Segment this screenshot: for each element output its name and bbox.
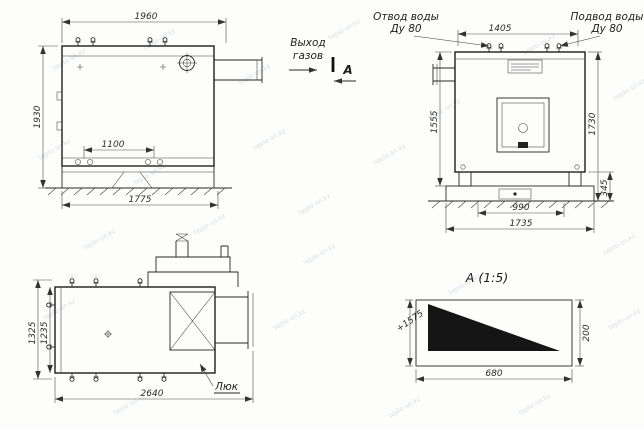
watermark-text: teplo-sn.kz bbox=[42, 297, 77, 322]
dim-base-inner: 990 bbox=[512, 203, 529, 213]
lifting-lug-icon bbox=[137, 278, 143, 288]
water-stub-icon bbox=[498, 43, 504, 53]
dim-front-width: 1960 bbox=[135, 12, 158, 22]
dim-detail-width: 680 bbox=[485, 369, 502, 379]
leader-line bbox=[199, 363, 214, 387]
ground-line bbox=[428, 200, 614, 209]
gas-outlet-annotation: Выход газов А bbox=[289, 37, 356, 84]
gas-outlet-label-line1: Выход bbox=[290, 37, 325, 49]
dim-base-height: 345 bbox=[600, 179, 610, 196]
access-door bbox=[496, 97, 550, 153]
detail-view-a: А (1:5) +1575 200 680 bbox=[395, 270, 592, 383]
lifting-lug-icon bbox=[93, 278, 99, 288]
stack-structure bbox=[147, 233, 239, 287]
watermark-text: teplo-sn.kz bbox=[372, 142, 407, 167]
dim-front-base: 1775 bbox=[129, 195, 152, 205]
dim-front-inner: 1100 bbox=[102, 140, 125, 150]
lifting-lug-icon bbox=[93, 372, 99, 382]
leader-line bbox=[559, 35, 601, 47]
water-supply-dn: Ду 80 bbox=[590, 23, 622, 35]
watermark-text: teplo-sn.kz bbox=[237, 62, 272, 87]
lifting-lug-icon bbox=[69, 278, 75, 288]
plan-view-dimensions: 1325 1235 2640 bbox=[28, 279, 254, 403]
watermark-text: teplo-sn.kz bbox=[52, 47, 87, 72]
watermark-text: teplo-sn.kz bbox=[142, 27, 177, 52]
dim-side-top: 1405 bbox=[489, 24, 512, 34]
watermark-text: teplo-sn.kz bbox=[602, 232, 637, 257]
dim-side-right: 1730 bbox=[588, 112, 598, 135]
water-outlet-label: Отвод воды bbox=[373, 11, 439, 23]
dim-plan-outer: 1325 bbox=[28, 321, 38, 344]
watermark-text: teplo-sn.kz bbox=[517, 392, 552, 417]
nameplate bbox=[507, 59, 543, 74]
dim-side-bottom: 1735 bbox=[510, 219, 533, 229]
lifting-lug-icon bbox=[46, 302, 56, 308]
lifting-lug-icon bbox=[161, 372, 167, 382]
lifting-lug-icon bbox=[162, 37, 168, 47]
water-supply-label: Подвод воды bbox=[571, 11, 644, 23]
front-view bbox=[45, 37, 263, 196]
watermark-text: teplo-sn.kz bbox=[612, 77, 644, 102]
water-stub-icon bbox=[544, 43, 550, 53]
plan-outlet-pipe bbox=[215, 291, 254, 349]
watermark-text: teplo-sn.kz bbox=[607, 307, 642, 332]
valve-icon bbox=[175, 233, 189, 242]
side-view bbox=[428, 43, 614, 209]
dim-detail-level: +1575 bbox=[395, 309, 426, 335]
dim-plan-inner: 1235 bbox=[40, 321, 50, 344]
side-base bbox=[445, 185, 595, 202]
side-view-dimensions: 1405 1555 1730 345 990 1735 bbox=[430, 24, 614, 233]
side-pipe bbox=[432, 64, 455, 85]
watermark-text: teplo-sn.kz bbox=[302, 242, 337, 267]
watermark-text: teplo-sn.kz bbox=[297, 192, 332, 217]
dim-front-height: 1930 bbox=[33, 105, 43, 128]
wedge-profile bbox=[428, 304, 560, 351]
watermark-text: teplo-sn.kz bbox=[192, 212, 227, 237]
lifting-lug-icon bbox=[75, 37, 81, 47]
center-mark-icon bbox=[104, 330, 112, 338]
leader-line bbox=[413, 35, 490, 48]
lifting-lug-icon bbox=[90, 37, 96, 47]
water-stub-icon bbox=[556, 43, 562, 53]
water-outlet-dn: Ду 80 bbox=[389, 23, 421, 35]
gas-outlet-pipe bbox=[214, 57, 263, 83]
water-stub-icon bbox=[486, 43, 492, 53]
plan-view bbox=[46, 233, 254, 382]
dim-detail-height: 200 bbox=[582, 324, 592, 341]
detail-title: А (1:5) bbox=[465, 270, 508, 285]
watermark-text: teplo-sn.kz bbox=[387, 395, 422, 420]
watermark-text: teplo-sn.kz bbox=[327, 17, 362, 42]
water-connection-labels: Отвод воды Ду 80 Подвод воды Ду 80 bbox=[373, 11, 644, 48]
flange-icon bbox=[177, 53, 197, 73]
front-view-dimensions: 1960 1930 1100 1775 bbox=[33, 12, 227, 209]
hatch-label: Люк bbox=[214, 381, 239, 393]
ground-line bbox=[45, 187, 232, 196]
flue-box bbox=[169, 291, 216, 351]
gas-outlet-label-line2: газов bbox=[293, 50, 323, 62]
dim-plan-length: 2640 bbox=[141, 389, 164, 399]
watermark-text: teplo-sn.kz bbox=[272, 307, 307, 332]
lifting-lug-icon bbox=[69, 372, 75, 382]
section-letter: А bbox=[342, 63, 352, 77]
dim-side-left: 1555 bbox=[430, 110, 440, 133]
lifting-lug-icon bbox=[137, 372, 143, 382]
watermark-text: teplo-sn.kz bbox=[82, 227, 117, 252]
watermark-text: teplo-sn.kz bbox=[252, 127, 287, 152]
watermark-text: teplo-sn.kz bbox=[522, 32, 557, 57]
watermark-layer: teplo-sn.kz teplo-sn.kz teplo-sn.kz tepl… bbox=[37, 17, 644, 420]
anchor-mark-icon bbox=[77, 64, 166, 70]
hatch-callout: Люк bbox=[199, 363, 240, 394]
